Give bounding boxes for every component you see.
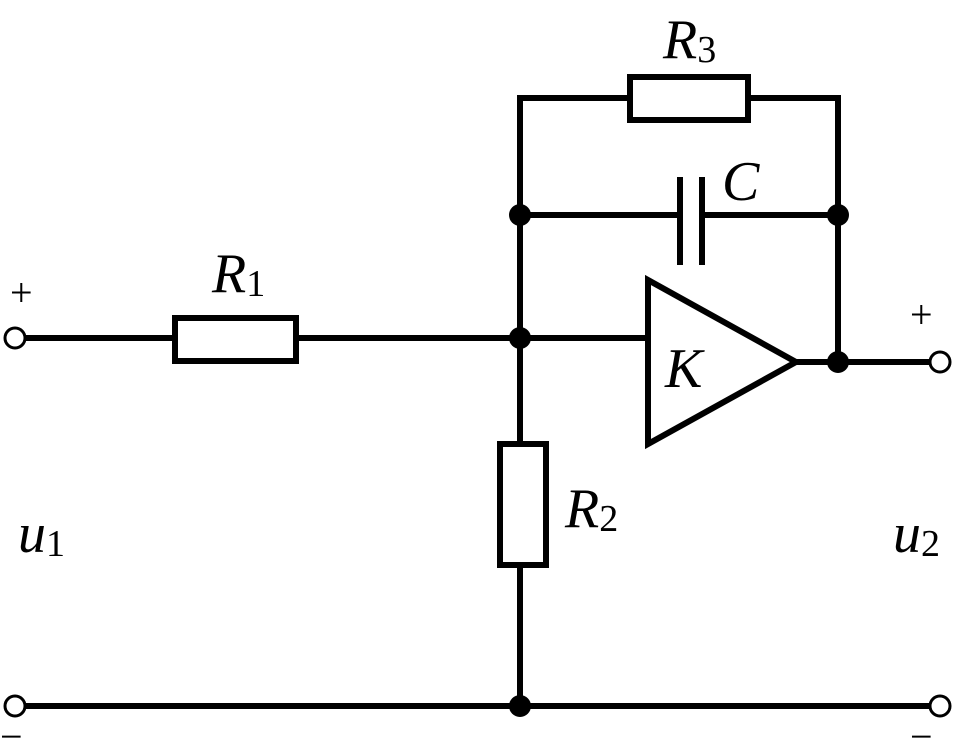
resistor-r3 (627, 74, 751, 123)
sign-output-plus: + (910, 292, 933, 337)
sign-input-minus: − (0, 714, 23, 751)
wires (17, 95, 933, 709)
junction-node-ground (509, 695, 531, 717)
amplifier-k (645, 274, 803, 450)
terminal-input-bottom (3, 694, 27, 718)
label-r2: R2 (564, 478, 618, 540)
junction-node-cap-right (827, 204, 849, 226)
junction-node-output (827, 351, 849, 373)
sign-output-minus: − (910, 714, 933, 751)
label-r1: R1 (211, 243, 265, 305)
label-u1: u1 (18, 503, 65, 565)
label-r3: R3 (662, 9, 716, 71)
label-k: K (664, 338, 705, 400)
terminal-output-top (928, 350, 952, 374)
label-c: C (722, 151, 760, 213)
terminal-output-bottom (928, 694, 952, 718)
junction-node-cap-left (509, 204, 531, 226)
resistor-r2 (497, 441, 549, 568)
resistor-r1 (172, 315, 299, 364)
capacitor-c (677, 177, 705, 265)
terminal-input-top (3, 326, 27, 350)
junction-node-main (509, 327, 531, 349)
sign-input-plus: + (10, 270, 33, 315)
label-u2: u2 (893, 503, 940, 565)
